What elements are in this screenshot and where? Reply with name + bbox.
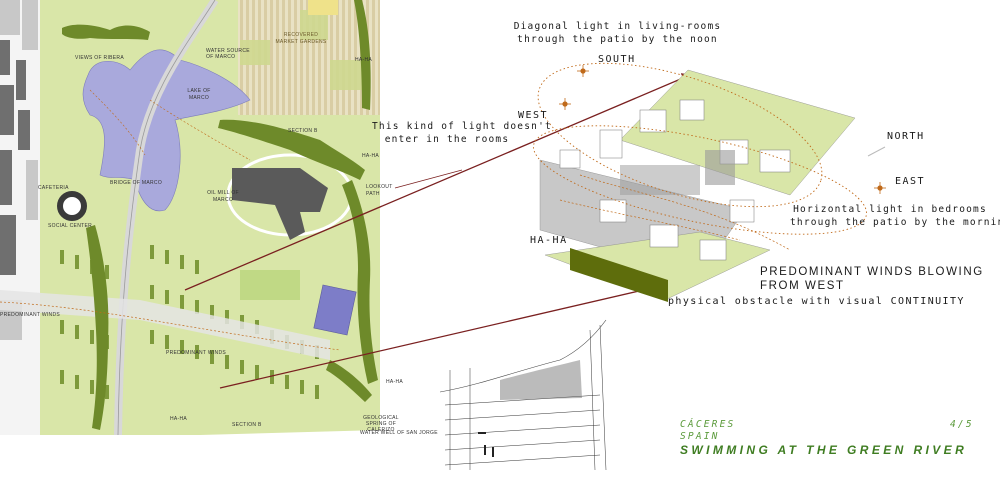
plan-label-views-of-ribera: VIEWS OF RIBERA	[75, 55, 124, 61]
plan-label-section-b-upper: SECTION B	[288, 128, 318, 134]
axonometric-diagram	[533, 62, 886, 302]
plan-label-geological-spring: GEOLOGICAL SPRING OF CALERIZO	[363, 415, 399, 433]
title-country: SPAIN	[680, 431, 720, 442]
diagonal-light-line-2: through the patio by the noon	[517, 34, 718, 45]
plan-label-market-gardens: RECOVERED MARKET GARDENS	[275, 32, 327, 45]
plan-label-predominant-winds-left: PREDOMINANT WINDS	[0, 312, 61, 318]
project-title: SWIMMING AT THE GREEN RIVER	[680, 443, 968, 457]
predominant-winds-line-2: FROM WEST	[760, 280, 845, 292]
plan-label-water-well: WATER WELL OF SAN JORGE	[360, 430, 438, 436]
light-not-entering-line-2: enter in the rooms	[384, 134, 510, 145]
plan-label-ha-ha-bottom-right: HA-HA	[386, 379, 404, 385]
plan-label-cafeteria: CAFETERIA	[38, 185, 69, 191]
direction-east: EAST	[895, 176, 926, 187]
title-city: CÁCERES	[680, 419, 736, 430]
direction-north: NORTH	[887, 131, 925, 142]
physical-obstacle-note: physical obstacle with visual CONTINUITY	[668, 296, 965, 307]
predominant-winds-line-1: PREDOMINANT WINDS BLOWING	[760, 266, 984, 278]
horizontal-light-note: Horizontal light in bedrooms through the…	[790, 203, 1000, 229]
plan-label-lake-of-marco: LAKE OF MARCO	[187, 88, 211, 101]
diagram-label-ha-ha: HA-HA	[530, 235, 568, 246]
horizontal-light-line-1: Horizontal light in bedrooms	[793, 204, 987, 215]
plan-label-oil-mill: OIL MILL OF MARCO	[207, 190, 239, 203]
light-not-entering-line-1: This kind of light doesn't	[372, 121, 552, 132]
plan-label-ha-ha-top: HA-HA	[355, 57, 373, 63]
direction-south: SOUTH	[598, 54, 636, 65]
plan-label-social-center: SOCIAL CENTER	[48, 223, 92, 229]
plan-label-ha-ha-bottom-left: HA-HA	[170, 416, 188, 422]
direction-west: WEST	[518, 110, 549, 121]
perspective-sketch	[439, 319, 612, 480]
plan-label-lookout-path: LOOKOUT PATH	[366, 184, 393, 197]
plan-label-water-source: WATER SOURCE OF MARCO	[206, 48, 250, 60]
page-number: 4/5	[950, 419, 974, 430]
horizontal-light-line-2: through the patio by the morning	[790, 217, 1000, 228]
light-not-entering-note: This kind of light doesn't enter in the …	[372, 120, 552, 146]
diagonal-light-line-1: Diagonal light in living-rooms	[513, 21, 722, 32]
plan-label-section-b-lower: SECTION B	[232, 422, 262, 428]
plan-label-ha-ha-mid: HA-HA	[362, 153, 380, 159]
diagonal-light-note: Diagonal light in living-rooms through t…	[510, 20, 725, 46]
predominant-winds-note: PREDOMINANT WINDS BLOWING FROM WEST	[760, 265, 984, 293]
site-plan	[0, 0, 380, 436]
plan-label-bridge-of-marco: BRIDGE OF MARCO	[110, 180, 163, 186]
connector-arrows	[184, 73, 692, 389]
plan-label-predominant-winds-center: PREDOMINANT WINDS	[166, 350, 227, 356]
